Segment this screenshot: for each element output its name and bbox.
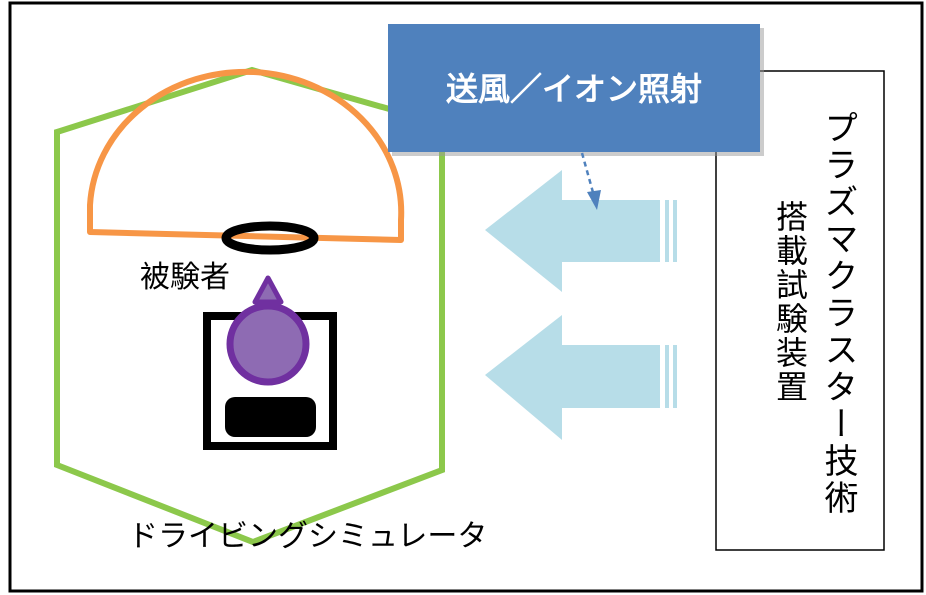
subject-nose: [252, 275, 284, 305]
device-label-line2: 搭載試験装置: [771, 200, 809, 404]
airflow-arrow-lower: [485, 315, 677, 440]
dashed-arrow-line: [580, 152, 596, 197]
subject-head: [226, 302, 310, 386]
device-label-line1: プラズマクラスター技術: [818, 110, 858, 517]
airflow-arrow-upper: [485, 170, 677, 292]
halo-ring: [221, 221, 319, 255]
dashed-arrow-head: [587, 190, 601, 210]
airflow-box-label: 送風／イオン照射: [446, 70, 702, 108]
simulator-label: ドライビングシミュレータ: [128, 519, 487, 554]
screen-dome: [87, 68, 405, 243]
subject-label: 被験者: [140, 260, 230, 295]
airflow-box: [388, 24, 760, 152]
seat-cushion: [225, 397, 316, 437]
